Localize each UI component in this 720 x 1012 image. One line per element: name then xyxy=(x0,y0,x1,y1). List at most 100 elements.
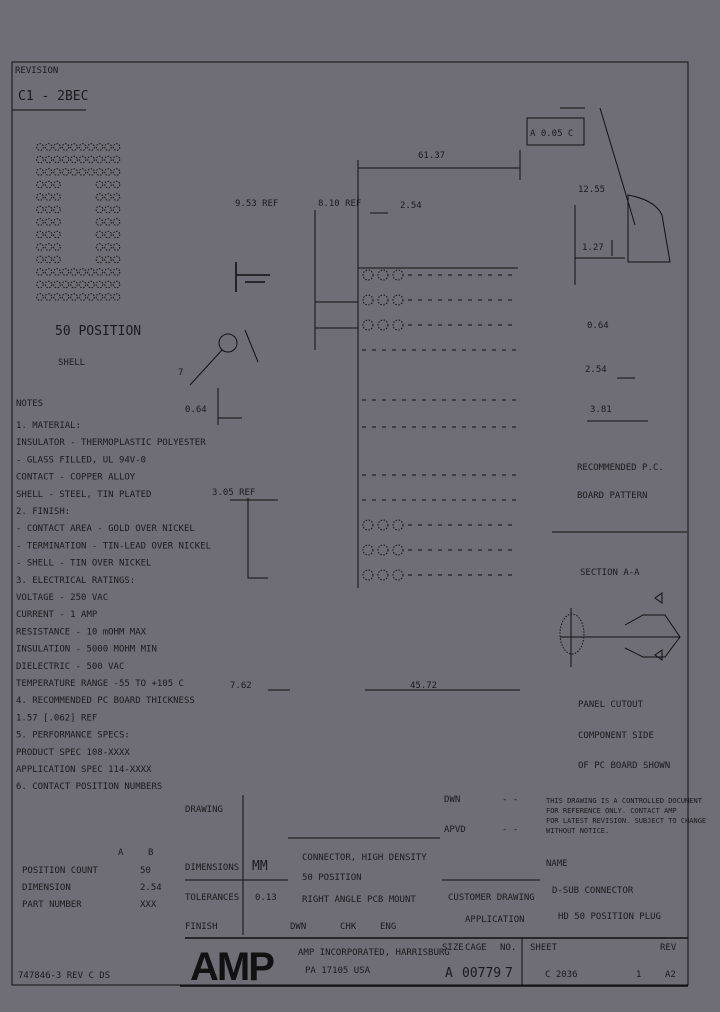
dim-tail: 3.05 REF xyxy=(212,488,255,498)
contact-hole xyxy=(53,230,61,239)
contact-hole xyxy=(70,143,78,151)
tb-cage-value: 00779 xyxy=(462,966,501,981)
contact-hole xyxy=(104,243,112,251)
contact-hole xyxy=(95,293,104,301)
contact-hole xyxy=(53,193,61,201)
contact-hole xyxy=(78,268,87,276)
note-line: - SHELL - TIN OVER NICKEL xyxy=(16,559,151,569)
contact-hole xyxy=(112,243,121,251)
contact-hole xyxy=(104,293,112,301)
note-line: - GLASS FILLED, UL 94V-0 xyxy=(16,455,146,465)
contact-hole xyxy=(95,255,104,264)
pin-circle xyxy=(362,519,374,531)
contact-hole xyxy=(87,293,95,301)
note-line: INSULATOR - THERMOPLASTIC POLYESTER xyxy=(16,438,206,448)
contact-hole xyxy=(70,155,78,164)
tb-company-1: AMP INCORPORATED, HARRISBURG xyxy=(298,948,450,958)
rev-label: REVISION xyxy=(15,66,58,76)
contact-hole xyxy=(36,255,44,264)
dim-pitch: 2.54 xyxy=(400,201,422,211)
pin-circle xyxy=(362,569,374,581)
note-line: TEMPERATURE RANGE -55 TO +105 C xyxy=(16,679,184,689)
pin-circle xyxy=(392,269,404,281)
contact-hole xyxy=(78,168,87,176)
contact-hole xyxy=(36,230,44,239)
pin-circle xyxy=(392,319,404,331)
tb-cage-label: CAGE xyxy=(465,943,487,953)
note-line: 3. ELECTRICAL RATINGS: xyxy=(16,576,135,586)
section-note-2: COMPONENT SIDE xyxy=(578,731,654,741)
contact-hole xyxy=(53,168,61,176)
tb-approval-2: CHK xyxy=(340,922,357,932)
tb-name-1: D-SUB CONNECTOR xyxy=(552,886,634,896)
tb-material-1: CONNECTOR, HIGH DENSITY xyxy=(302,853,427,863)
contact-hole xyxy=(36,218,44,226)
tb-drawing-label: DRAWING xyxy=(185,805,223,815)
section-note-3: OF PC BOARD SHOWN xyxy=(578,761,670,771)
contact-hole xyxy=(112,230,121,239)
contact-hole xyxy=(44,180,53,189)
tb-dim-value: MM xyxy=(252,859,268,874)
tb-approval-3: ENG xyxy=(380,922,396,932)
contact-hole xyxy=(44,193,53,201)
notes-list: 1. MATERIAL: INSULATOR - THERMOPLASTIC P… xyxy=(16,421,211,792)
notes-table-cell: POSITION COUNT xyxy=(22,866,98,876)
pin-circle xyxy=(377,319,389,331)
note-line: 6. CONTACT POSITION NUMBERS xyxy=(16,782,162,792)
dim-bottom-overall: 45.72 xyxy=(410,681,437,691)
pcb-pattern-title-2: BOARD PATTERN xyxy=(577,491,647,501)
dim-left-a: 9.53 REF xyxy=(235,199,278,209)
side-mount xyxy=(235,262,270,292)
contact-hole xyxy=(104,180,112,189)
contact-hole xyxy=(70,268,78,276)
note-line: APPLICATION SPEC 114-XXXX xyxy=(16,765,152,775)
pin-circle xyxy=(362,319,374,331)
contact-hole xyxy=(95,243,104,251)
pin-circle xyxy=(392,294,404,306)
contact-hole xyxy=(104,280,112,289)
note-line: 1. MATERIAL: xyxy=(16,421,81,431)
tb-dimensions-label: DIMENSIONS xyxy=(185,863,239,873)
contact-hole xyxy=(112,255,121,264)
contact-hole xyxy=(53,280,61,289)
side-dim-lines xyxy=(314,210,358,350)
customer-note-line: FOR REFERENCE ONLY. CONTACT AMP xyxy=(546,807,677,815)
right-dim-lines xyxy=(587,377,648,422)
detail-leaders xyxy=(189,329,259,425)
note-line: VOLTAGE - 250 VAC xyxy=(16,593,108,603)
dim-right-2: 2.54 xyxy=(585,365,607,375)
contact-hole xyxy=(36,293,44,301)
contact-hole xyxy=(36,143,44,151)
contact-hole xyxy=(61,168,70,176)
contact-hole xyxy=(104,230,112,239)
pin-circle xyxy=(392,569,404,581)
contact-hole xyxy=(53,205,61,214)
tb-material-3: RIGHT ANGLE PCB MOUNT xyxy=(302,895,416,905)
note-line: DIELECTRIC - 500 VAC xyxy=(16,662,124,672)
contact-hole xyxy=(112,180,121,189)
contact-hole xyxy=(36,168,44,176)
contact-hole xyxy=(112,293,121,301)
dim-right-3: 3.81 xyxy=(590,405,612,415)
note-line: 2. FINISH: xyxy=(16,507,70,517)
contact-hole xyxy=(61,268,70,276)
pin-array-view xyxy=(36,143,121,301)
tb-rev-label: REV xyxy=(660,943,677,953)
dim-right-1: 0.64 xyxy=(587,321,609,331)
contact-hole xyxy=(44,293,53,301)
contact-hole xyxy=(104,168,112,176)
contact-hole xyxy=(87,280,95,289)
contact-hole xyxy=(95,218,104,226)
part-reference: 747846-3 REV C DS xyxy=(18,971,110,981)
contact-hole xyxy=(36,280,44,289)
customer-note-line: WITHOUT NOTICE. xyxy=(546,827,609,835)
dim-right-4: 1.27 xyxy=(582,243,604,253)
contact-hole xyxy=(78,143,87,151)
contact-hole xyxy=(87,168,95,176)
tail-detail xyxy=(230,498,278,579)
contact-hole xyxy=(44,268,53,276)
notes-table-header: A xyxy=(118,848,124,858)
dim-detail-b: 12.55 xyxy=(578,185,605,195)
